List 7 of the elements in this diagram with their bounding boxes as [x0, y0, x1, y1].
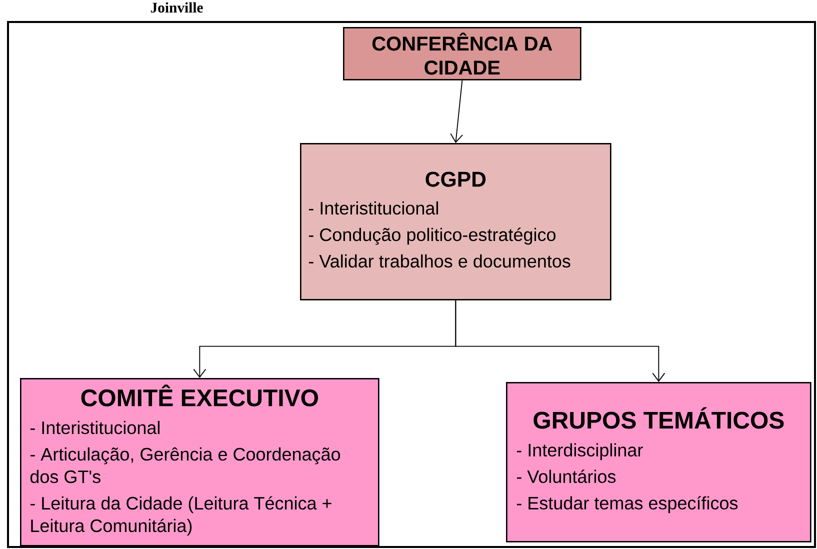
- title: Joinville: [150, 2, 203, 13]
- box: GRUPOS TEMÁTICOS - Interdisciplinar - Voluntários - Estudar temas específicos: [506, 382, 812, 542]
- box: CGPD - Interistitucional - Condução politico-estratégico - Validar trabalhos e documentos: [300, 143, 612, 300]
- box: COMITÊ EXECUTIVO - Interistitucional - Articulação, Gerência e Coordenação dos GT's - Leitura da Cidade (Leitura Técnica + Leitura Comunitária): [20, 378, 380, 546]
- arrow: [450, 80, 464, 143]
- box: CONFERÊNCIA DA CIDADE: [343, 27, 582, 80]
- arrow: [455, 300, 666, 382]
